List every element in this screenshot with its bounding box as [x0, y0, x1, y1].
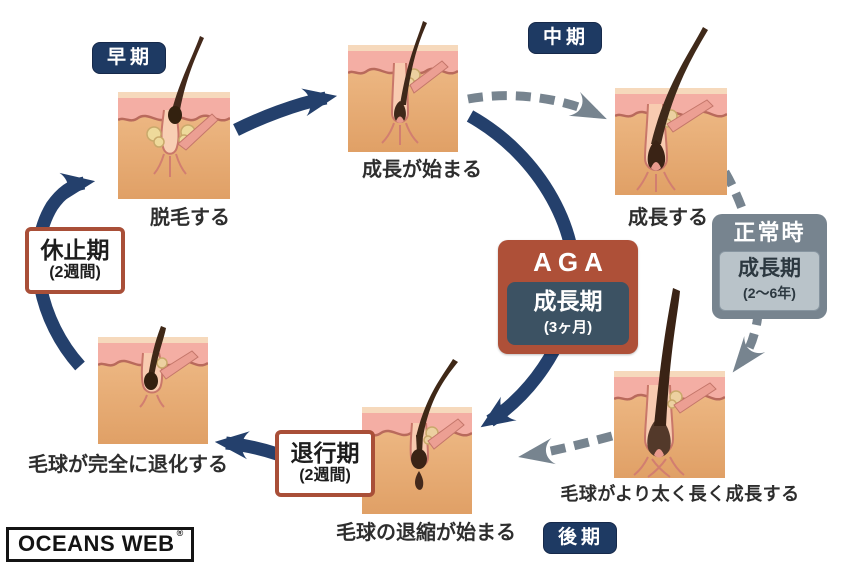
oceans-web-logo-text: OCEANS WEB — [18, 531, 175, 556]
stage-label-late-text: 後期 — [558, 527, 605, 548]
arrow-growth-to-growing-dashed — [467, 91, 607, 120]
stage-label-middle: 中期 — [528, 22, 603, 54]
aga-inner-box: 成長期 (3ヶ月) — [507, 282, 629, 345]
aga-phase: 成長期 — [533, 288, 603, 315]
stage-label-early-text: 早期 — [107, 47, 154, 68]
telogen-duration: (2週間) — [49, 264, 101, 282]
arrow-shed-to-growth-starts — [233, 88, 338, 136]
caption-shed: 脱毛する — [150, 207, 230, 229]
oceans-web-logo: OCEANS WEB® — [6, 527, 194, 562]
arrow-bulbgrows-to-regression-dashed — [518, 431, 614, 465]
follicle-growth-starts-illustration — [348, 21, 458, 152]
catagen-phase-box: 退行期 (2週間) — [275, 430, 375, 497]
normal-duration: (2〜6年) — [743, 284, 796, 301]
catagen-title: 退行期 — [290, 440, 360, 466]
arrow-normal-phase-dashed — [721, 169, 766, 373]
registered-mark: ® — [176, 528, 184, 538]
stage-label-early: 早期 — [92, 42, 167, 74]
caption-growing: 成長する — [628, 207, 708, 229]
aga-duration: (3ヶ月) — [543, 318, 593, 336]
caption-growth-starts: 成長が始まる — [362, 159, 482, 181]
caption-bulb-grows: 毛球がより太く長く成長する — [560, 484, 800, 504]
follicle-shed-illustration — [118, 36, 230, 199]
telogen-title: 休止期 — [40, 237, 110, 263]
follicle-degenerated-illustration — [98, 326, 208, 444]
follicle-bulb-grows-illustration — [614, 288, 725, 478]
normal-phase-box: 正常時 成長期 (2〜6年) — [712, 214, 827, 319]
caption-bulb-shrinks: 毛球の退縮が始まる — [336, 522, 516, 544]
stage-label-late: 後期 — [543, 522, 618, 554]
normal-inner-box: 成長期 (2〜6年) — [719, 251, 820, 311]
follicle-growing-illustration — [615, 27, 727, 195]
normal-phase: 成長期 — [738, 257, 801, 281]
telogen-phase-box: 休止期 (2週間) — [25, 227, 125, 294]
caption-bulb-degenerates: 毛球が完全に退化する — [28, 454, 228, 476]
follicle-regression-starts-illustration — [362, 359, 472, 514]
aga-label: AGA — [533, 247, 609, 277]
aga-phase-box: AGA 成長期 (3ヶ月) — [498, 240, 638, 354]
normal-label: 正常時 — [733, 220, 806, 245]
catagen-duration: (2週間) — [299, 467, 351, 485]
stage-label-middle-text: 中期 — [543, 27, 590, 48]
